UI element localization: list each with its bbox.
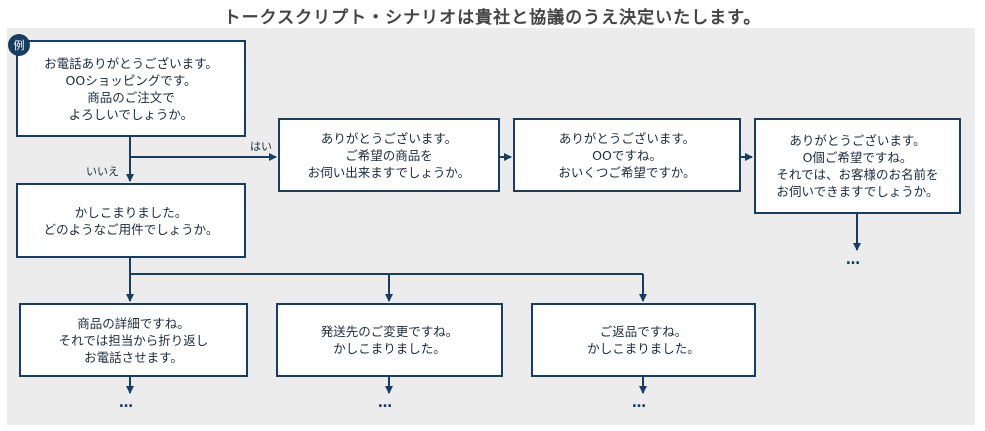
continuation-name: …	[846, 252, 861, 268]
edge-label-yes: はい	[250, 140, 272, 153]
node-return: ご返品ですね。 かしこまりました。	[531, 303, 756, 377]
continuation-return: …	[632, 395, 647, 411]
node-product-details: 商品の詳細ですね。 それでは担当から折り返し お電話させます。	[19, 303, 248, 377]
edge-label-no: いいえ	[86, 165, 119, 178]
example-badge: 例	[8, 34, 30, 56]
node-address-change: 発送先のご変更ですね。 かしこまりました。	[276, 303, 503, 377]
node-other-inquiry: かしこまりました。 どのようなご用件でしょうか。	[16, 183, 246, 258]
continuation-details: …	[119, 395, 134, 411]
node-product-request: ありがとうございます。 ご希望の商品を お伺い出来ますでしょうか。	[278, 118, 500, 192]
connector-inquiry-split	[129, 258, 643, 275]
node-quantity: ありがとうございます。 OOですね。 おいくつご希望ですか。	[513, 118, 741, 192]
continuation-address: …	[378, 395, 393, 411]
node-name-request: ありがとうございます。 O個ご希望ですね。 それでは、お客様のお名前を お伺いで…	[754, 118, 961, 214]
page-title: トークスクリプト・シナリオは貴社と協議のうえ決定いたします。	[223, 8, 762, 28]
node-greeting: お電話ありがとうございます。 OOショッピングです。 商品のご注文で よろしいで…	[16, 40, 246, 137]
